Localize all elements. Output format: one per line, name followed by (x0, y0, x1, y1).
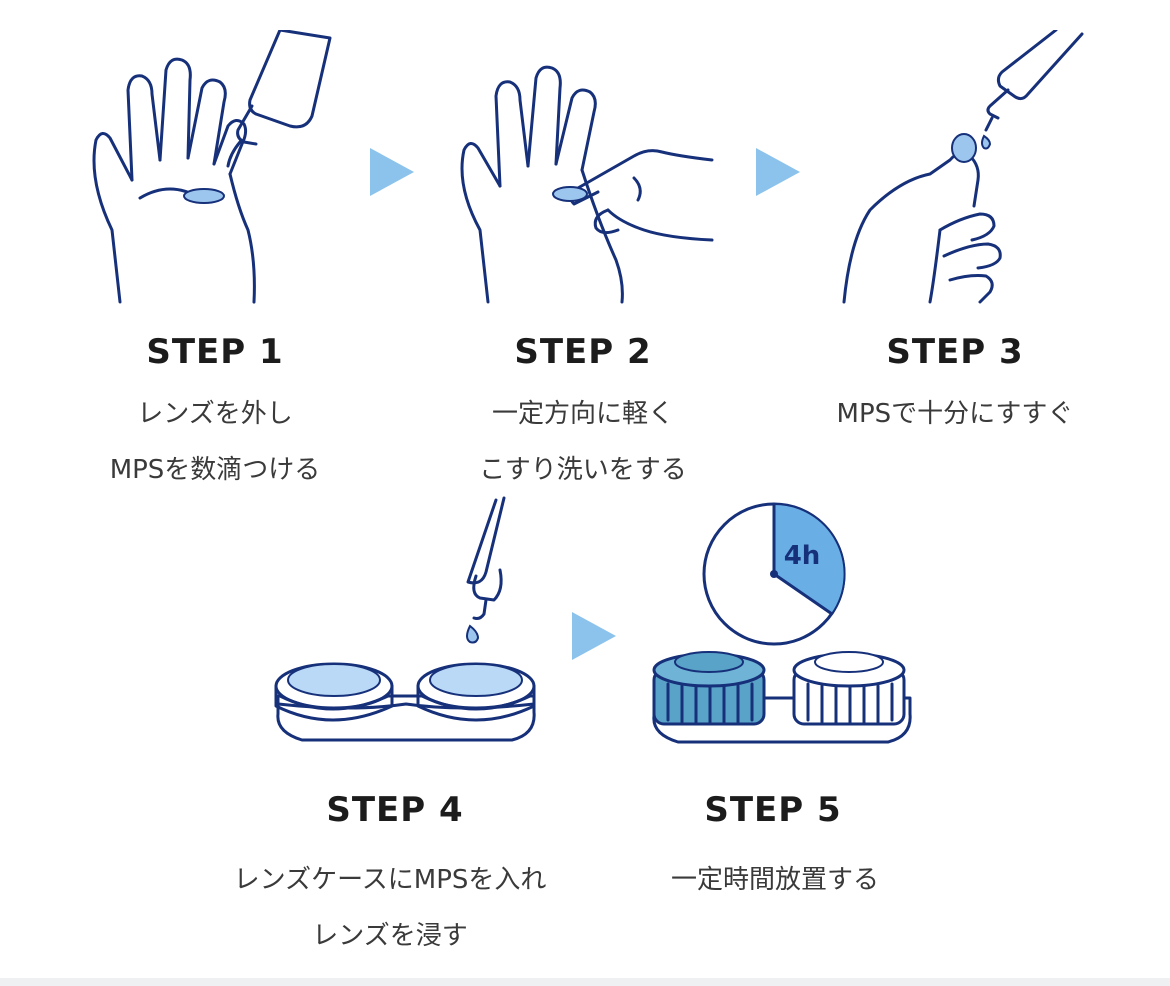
step3-description: MPSで十分にすすぐ (800, 386, 1110, 442)
step4-title: STEP 4 (326, 790, 464, 830)
open-hand-icon (92, 57, 256, 304)
step1-illustration (92, 30, 332, 304)
next-arrow-3 (572, 612, 616, 660)
step1-description: レンズを外し MPSを数滴つける (60, 386, 370, 498)
solution-bottle-icon (466, 496, 506, 620)
step4-description: レンズケースにMPSを入れ レンズを浸す (200, 852, 580, 964)
step2-title: STEP 2 (514, 332, 652, 372)
step3-illustration (842, 30, 1084, 304)
step4-illustration (274, 496, 536, 742)
step4-line2: レンズを浸す (312, 921, 468, 951)
step1-title: STEP 1 (146, 332, 284, 372)
contact-lens-icon (183, 188, 225, 204)
timer-label: 4h (784, 541, 821, 571)
step1-line2: MPSを数滴つける (109, 455, 321, 485)
step5-line1: 一定時間放置する (670, 865, 879, 895)
water-drop-icon (981, 134, 992, 150)
step2-description: 一定方向に軽く こすり洗いをする (428, 386, 738, 498)
clock-timer-icon: 4h (702, 502, 846, 646)
solution-bottle-icon (226, 30, 332, 168)
contact-lens-icon (951, 133, 977, 163)
solution-bottle-icon (984, 30, 1084, 132)
contact-lens-icon (552, 186, 588, 202)
open-hand-icon (460, 65, 624, 304)
step4-line1: レンズケースにMPSを入れ (233, 865, 547, 895)
step2-line1: 一定方向に軽く (491, 399, 674, 429)
next-arrow-1 (370, 148, 414, 196)
bottom-divider (0, 978, 1170, 986)
water-drop-icon (466, 624, 480, 644)
step1-line1: レンズを外し (137, 399, 293, 429)
step3-line1: MPSで十分にすすぐ (836, 399, 1074, 429)
step5-description: 一定時間放置する (620, 852, 930, 908)
pinching-hand-icon (842, 152, 1002, 304)
next-arrow-2 (756, 148, 800, 196)
step2-illustration (460, 65, 714, 304)
rubbing-finger-hand-icon (569, 149, 714, 242)
closed-lens-case-icon (652, 651, 912, 744)
open-lens-case-icon (274, 662, 536, 742)
step3-title: STEP 3 (886, 332, 1024, 372)
step2-line2: こすり洗いをする (479, 455, 687, 485)
step5-illustration: 4h (652, 502, 912, 744)
step5-title: STEP 5 (704, 790, 842, 830)
